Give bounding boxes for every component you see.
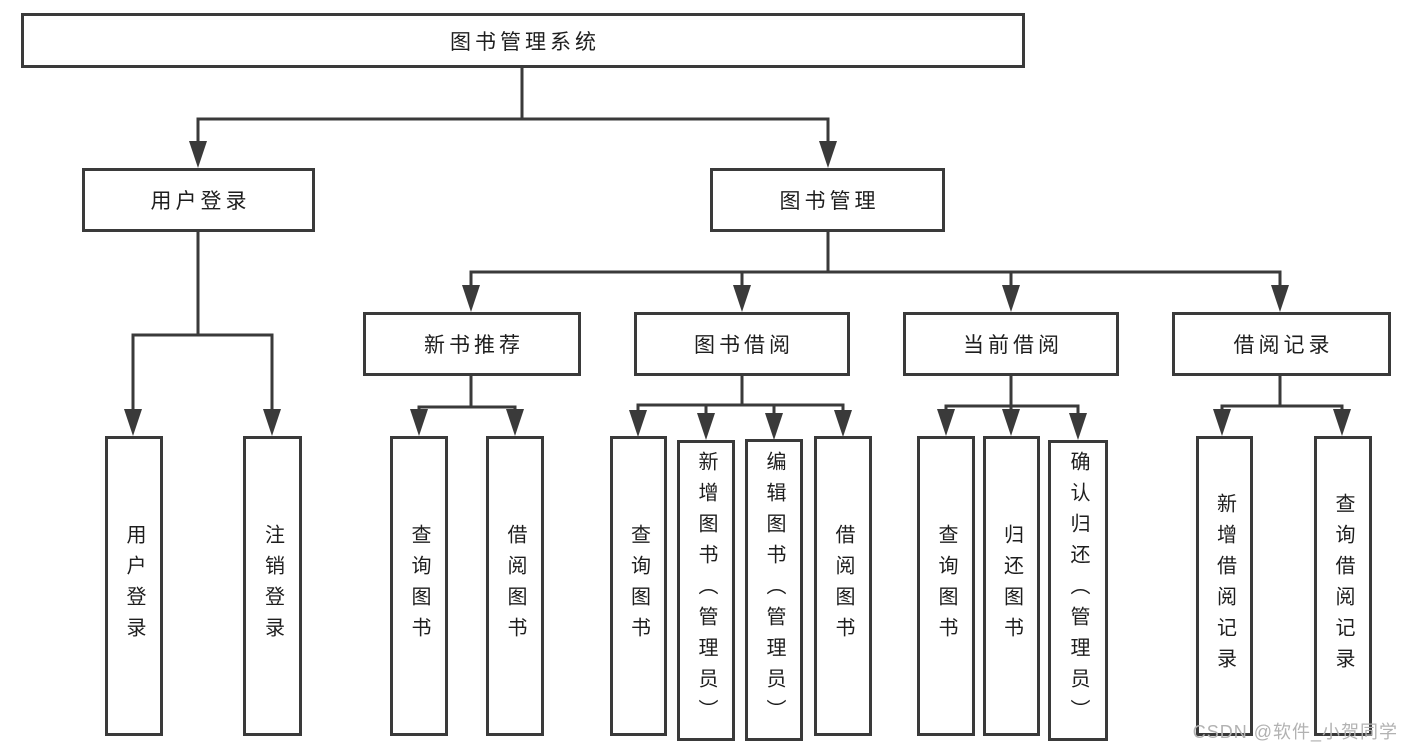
leaf-label: 借阅图书 xyxy=(504,524,526,648)
node-user-login: 用户登录 xyxy=(82,168,315,232)
leaf-label: 查询图书 xyxy=(935,524,957,648)
leaf-return-books: 归还图书 xyxy=(983,436,1040,736)
leaf-label: 借阅图书 xyxy=(832,524,854,648)
leaf-label: 新增借阅记录 xyxy=(1213,493,1236,679)
connector-book-management-to-level3 xyxy=(462,230,1289,312)
leaf-add-borrow-record: 新增借阅记录 xyxy=(1196,436,1253,736)
node-borrow-record: 借阅记录 xyxy=(1172,312,1391,376)
node-label: 当前借阅 xyxy=(963,334,1063,357)
node-label: 图书管理系统 xyxy=(450,30,600,54)
connector-new-book-to-leaves xyxy=(410,374,524,436)
leaf-label: 查询借阅记录 xyxy=(1332,493,1354,679)
leaf-label: 注销登录 xyxy=(261,524,284,648)
leaf-label: 查询图书 xyxy=(627,524,650,648)
leaf-label: 编辑图书（管理员） xyxy=(763,450,785,730)
node-label: 图书管理 xyxy=(779,190,880,213)
csdn-watermark: CSDN @软件_小贺同学 xyxy=(1192,722,1398,742)
leaf-label: 确认归还（管理员） xyxy=(1067,451,1089,730)
leaf-label: 新增图书（管理员） xyxy=(695,451,717,730)
connector-user-login-to-leaves xyxy=(124,230,281,436)
connector-root-to-level2 xyxy=(189,66,837,168)
leaf-borrow-books: 借阅图书 xyxy=(814,436,872,736)
leaf-query-books-borrow: 查询图书 xyxy=(610,436,667,736)
node-label: 借阅记录 xyxy=(1233,334,1334,357)
node-new-book-recommend: 新书推荐 xyxy=(363,312,581,376)
leaf-user-login: 用户登录 xyxy=(105,436,163,736)
leaf-label: 归还图书 xyxy=(1000,524,1023,648)
leaf-borrow-books-recommend: 借阅图书 xyxy=(486,436,544,736)
node-current-borrow: 当前借阅 xyxy=(903,312,1119,376)
leaf-edit-books-admin: 编辑图书（管理员） xyxy=(745,439,803,741)
leaf-add-books-admin: 新增图书（管理员） xyxy=(677,440,735,741)
leaf-logout-login: 注销登录 xyxy=(243,436,302,736)
leaf-query-books-current: 查询图书 xyxy=(917,436,975,736)
leaf-label: 查询图书 xyxy=(408,524,430,648)
leaf-label: 用户登录 xyxy=(123,524,145,648)
node-label: 用户登录 xyxy=(150,190,251,213)
node-book-management: 图书管理 xyxy=(710,168,945,232)
node-label: 新书推荐 xyxy=(424,334,524,357)
leaf-query-borrow-record: 查询借阅记录 xyxy=(1314,436,1372,736)
leaf-query-books-recommend: 查询图书 xyxy=(390,436,448,736)
connector-book-borrow-to-leaves xyxy=(629,374,852,440)
leaf-confirm-return-admin: 确认归还（管理员） xyxy=(1048,440,1108,741)
connector-current-borrow-to-leaves xyxy=(937,374,1087,440)
node-label: 图书借阅 xyxy=(694,334,794,357)
connector-borrow-record-to-leaves xyxy=(1213,374,1351,436)
node-library-management-system: 图书管理系统 xyxy=(21,13,1025,68)
node-book-borrow: 图书借阅 xyxy=(634,312,850,376)
